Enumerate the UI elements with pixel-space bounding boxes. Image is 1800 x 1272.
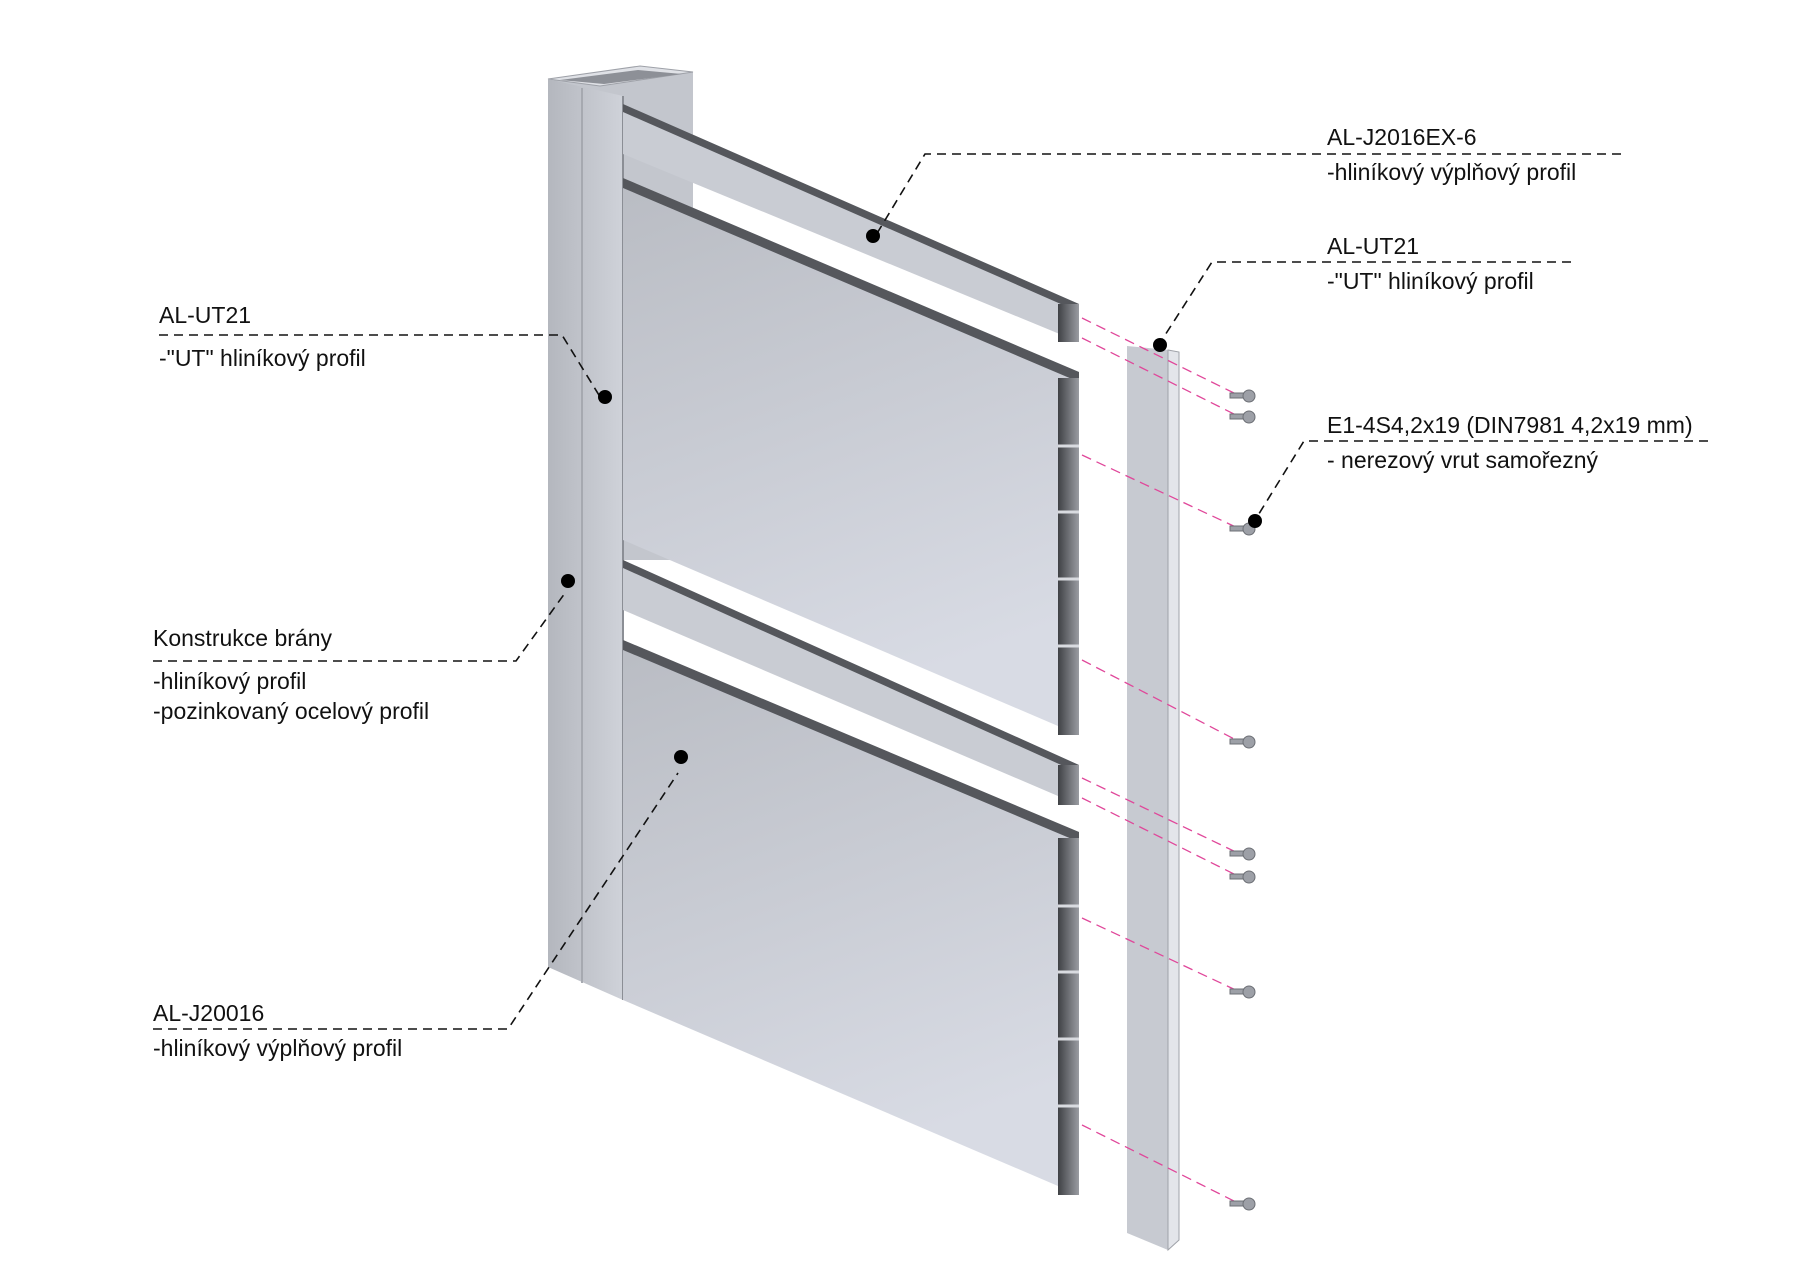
part-code: AL-UT21: [159, 302, 251, 328]
part-description: -"UT" hliníkový profil: [159, 345, 366, 371]
middle-fill-profile: [623, 560, 1079, 805]
part-description: -hliníkový výplňový profil: [1327, 159, 1576, 185]
screw-icon: [1229, 870, 1256, 884]
part-code: AL-J20016: [153, 1000, 264, 1026]
screw-icon: [1229, 1197, 1256, 1211]
screw-icon: [1229, 847, 1256, 861]
screw-guide-lines: [1081, 317, 1241, 1205]
lower-fill-panel: [623, 640, 1079, 1195]
top-fill-profile: [623, 104, 1079, 342]
leader-lines: [153, 153, 1708, 1030]
part-description: - nerezový vrut samořezný: [1327, 447, 1598, 473]
screw-icon: [1229, 410, 1256, 424]
part-code: AL-J2016EX-6: [1327, 124, 1477, 150]
ut-profile-strip: [1127, 346, 1180, 1252]
screw-icon: [1229, 985, 1256, 999]
label-gate-frame: Konstrukce brány -hliníkový profil -pozi…: [153, 625, 429, 724]
part-code: E1-4S4,2x19 (DIN7981 4,2x19 mm): [1327, 412, 1693, 438]
label-fill-profile: AL-J20016 -hliníkový výplňový profil: [153, 1000, 402, 1061]
part-description: -hliníkový výplňový profil: [153, 1035, 402, 1061]
part-code: Konstrukce brány: [153, 625, 332, 651]
screws: [1229, 389, 1256, 1211]
part-description: -pozinkovaný ocelový profil: [153, 698, 429, 724]
part-code: AL-UT21: [1327, 233, 1419, 259]
leader-dots: [561, 229, 1262, 764]
label-ut-profile-left: AL-UT21 -"UT" hliníkový profil: [159, 302, 366, 371]
label-ut-profile-right: AL-UT21 -"UT" hliníkový profil: [1327, 233, 1534, 294]
part-description: -"UT" hliníkový profil: [1327, 268, 1534, 294]
label-top-fill-profile: AL-J2016EX-6 -hliníkový výplňový profil: [1327, 124, 1576, 185]
label-screw: E1-4S4,2x19 (DIN7981 4,2x19 mm) - nerezo…: [1327, 412, 1693, 473]
screw-icon: [1229, 735, 1256, 749]
upper-fill-panel: [623, 178, 1079, 735]
screw-icon: [1229, 389, 1256, 403]
part-description: -hliníkový profil: [153, 668, 306, 694]
